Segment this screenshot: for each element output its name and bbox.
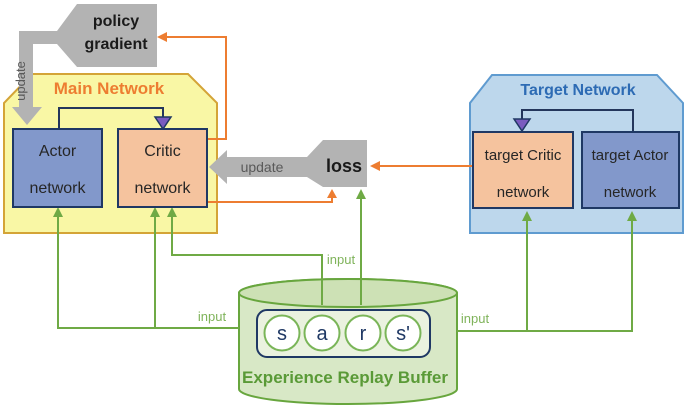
- buffer-cylinder-top: [238, 278, 458, 308]
- buffer-to-actor-arrow: [57, 215, 239, 329]
- target-actor-label-line2: network: [604, 184, 657, 201]
- purple-arrowhead-critic: [153, 116, 173, 131]
- buffer-title: Experience Replay Buffer: [242, 368, 448, 387]
- action-cell-label: a: [316, 323, 328, 345]
- target-critic-label-line2: network: [497, 184, 550, 201]
- arrowhead-into-critic-2: [167, 207, 177, 217]
- input-arrowheads: [53, 189, 637, 221]
- purple-arrowhead-target-critic: [512, 118, 532, 133]
- next-state-cell-label: s': [396, 323, 410, 345]
- input-label-left: input: [198, 309, 227, 324]
- loss-label: loss: [326, 156, 362, 176]
- critic-to-loss-arrow: [207, 198, 333, 203]
- state-cell-circle: [263, 314, 301, 352]
- target-actor-to-target-critic-line: [521, 109, 634, 132]
- arrowhead-into-loss-green: [356, 189, 366, 199]
- target-actor-to-target-critic-connector: [512, 109, 634, 133]
- arrowhead-into-policy-gradient: [157, 32, 167, 42]
- arrowhead-into-loss-from-target: [370, 161, 380, 171]
- target-actor-network-box: target Actor network: [581, 131, 680, 209]
- main-network-title: Main Network: [54, 79, 165, 98]
- target-actor-box-shape: [581, 131, 680, 209]
- arrowhead-into-critic: [150, 207, 160, 217]
- experience-replay-buffer: s a r s' Experience Replay Buffer: [238, 278, 458, 405]
- critic-label-line2: network: [134, 180, 191, 197]
- arrowhead-into-target-actor: [627, 211, 637, 221]
- actor-to-critic-line: [58, 107, 164, 129]
- buffer-to-critic-arrow-2: [171, 215, 323, 305]
- loss-update-left-arrow-shape: [209, 140, 367, 187]
- policy-gradient-update-down-arrow-shape: [12, 4, 157, 125]
- policy-gradient-label-line2: gradient: [84, 36, 148, 53]
- actor-network-box: Actor network: [12, 128, 103, 208]
- target-critic-label-line1: target Critic: [485, 147, 562, 164]
- target-critic-box-shape: [472, 131, 574, 209]
- update-down-label: update: [13, 61, 28, 101]
- critic-to-policy-gradient-arrow: [167, 36, 227, 140]
- loss-assembly: update loss: [209, 140, 367, 187]
- action-cell-circle: [303, 314, 341, 352]
- arrowhead-into-target-critic: [522, 211, 532, 221]
- input-lines: [57, 197, 633, 332]
- next-state-cell-circle: [384, 314, 422, 352]
- actor-box-shape: [12, 128, 103, 208]
- target-critic-network-box: target Critic network: [472, 131, 574, 209]
- critic-label-line1: Critic: [144, 143, 180, 160]
- policy-gradient-assembly: policy gradient update: [12, 4, 157, 125]
- buffer-to-target-actor-arrow: [457, 219, 633, 332]
- actor-to-critic-connector: [58, 107, 173, 131]
- update-left-label: update: [241, 159, 284, 175]
- input-label-right: input: [461, 311, 490, 326]
- critic-box-shape: [117, 128, 208, 208]
- orange-lines: [167, 36, 473, 203]
- reward-cell-circle: [344, 314, 382, 352]
- transition-tuple-container: [256, 309, 431, 358]
- actor-label-line1: Actor: [39, 143, 77, 160]
- policy-gradient-label-line1: policy: [93, 13, 139, 30]
- input-labels: input input input: [198, 252, 490, 326]
- reward-cell-label: r: [360, 323, 367, 345]
- target-actor-label-line1: target Actor: [592, 147, 669, 164]
- target-network-title: Target Network: [520, 82, 635, 99]
- critic-network-box: Critic network: [117, 128, 208, 208]
- orange-arrowheads: [157, 32, 380, 198]
- input-label-middle: input: [327, 252, 356, 267]
- arrowhead-into-actor: [53, 207, 63, 217]
- arrowhead-into-loss-orange: [327, 189, 337, 198]
- actor-label-line2: network: [29, 180, 86, 197]
- state-cell-label: s: [277, 323, 287, 345]
